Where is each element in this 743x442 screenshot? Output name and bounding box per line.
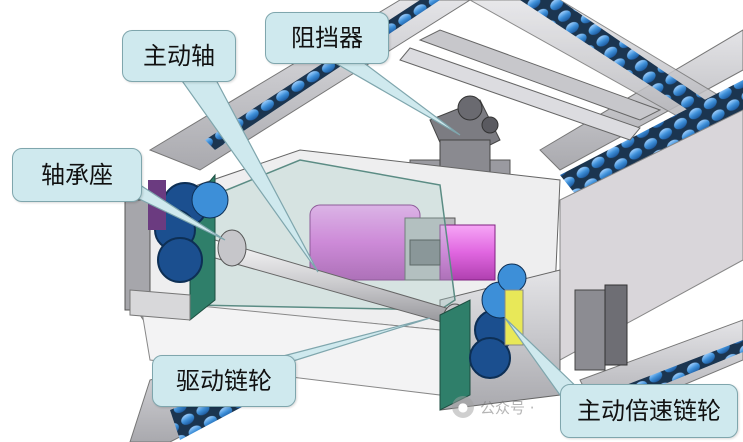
label-bearing-seat: 轴承座 bbox=[12, 148, 142, 202]
left-sprocket-assembly bbox=[124, 173, 229, 322]
watermark-text: 公众号 · bbox=[480, 398, 535, 417]
label-stopper: 阻挡器 bbox=[265, 12, 389, 64]
watermark: ● 公众号 · bbox=[452, 396, 535, 418]
motor bbox=[309, 204, 496, 281]
label-driving-shaft: 主动轴 bbox=[122, 30, 236, 82]
label-drive-sprocket: 驱动链轮 bbox=[152, 355, 296, 407]
right-sprocket-assembly bbox=[439, 263, 628, 411]
wechat-icon: ● bbox=[452, 396, 474, 418]
label-double-speed-sprocket: 主动倍速链轮 bbox=[560, 384, 738, 438]
